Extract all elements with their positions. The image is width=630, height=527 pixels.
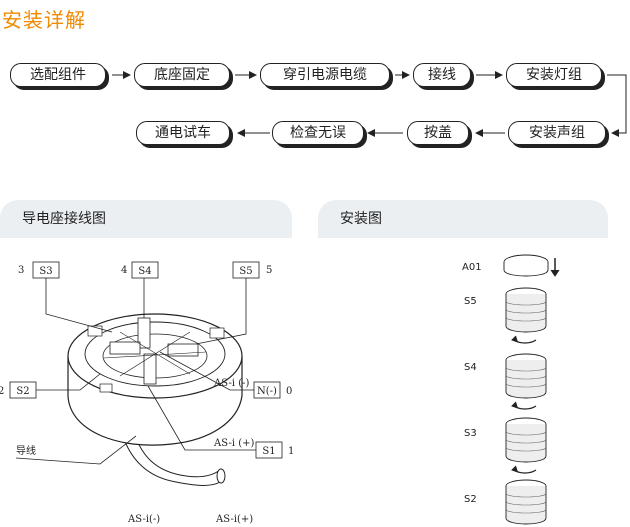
down-arrow-icon-head <box>550 269 560 277</box>
install-panel-title: 安装图 <box>340 211 382 227</box>
terminal-num: 3 <box>18 265 24 276</box>
terminal-num: 1 <box>288 446 294 457</box>
bottom-asi-plus: AS-i(+) <box>215 514 253 525</box>
asi-minus-label: AS-i (-) <box>213 378 249 389</box>
flow-arrows <box>112 71 627 137</box>
terminal-box <box>255 441 283 459</box>
install-diagram: A01 S5 S4 S3 S2 <box>462 254 560 525</box>
wiring-diagram: 3 S3 4 S4 S5 5 2 S2 AS-i (-) N(-) 0 AS-i… <box>0 261 294 525</box>
step-install-sounder: 安装声组 <box>508 121 606 145</box>
leader-n <box>159 351 254 391</box>
terminal-code: S1 <box>262 446 275 457</box>
module-s3 <box>505 417 547 463</box>
page-title: 安装详解 <box>2 8 86 32</box>
step-press-cover: 按盖 <box>407 121 469 145</box>
wiring-panel-header: 导电座接线图 <box>0 200 292 238</box>
leader-s1 <box>147 385 256 451</box>
asi-plus-label: AS-i (+) <box>213 438 254 449</box>
module-s2 <box>505 479 547 525</box>
terminal-code: S4 <box>138 266 151 277</box>
step-check: 检查无误 <box>272 121 364 145</box>
contact-block <box>143 353 157 385</box>
terminal-num: 2 <box>0 386 4 397</box>
terminal-box <box>253 381 281 399</box>
flow-arrow-turn <box>607 74 627 137</box>
clip <box>87 325 103 337</box>
leader-lead <box>15 435 137 465</box>
terminal-num: 4 <box>121 265 127 276</box>
install-label-a01: A01 <box>462 262 482 273</box>
step-route-cable: 穿引电源电缆 <box>260 63 390 87</box>
internal-wires <box>103 331 207 377</box>
contact-block <box>109 341 141 355</box>
rotate-arrow-icon-head <box>511 401 519 409</box>
step-select-components: 选配组件 <box>10 63 106 87</box>
lead-label: 导线 <box>16 444 36 457</box>
bottom-asi-minus: AS-i(-) <box>127 514 160 525</box>
terminal-code: S3 <box>39 266 52 277</box>
clip <box>209 327 225 339</box>
rotate-arrow-icon-head <box>511 335 519 343</box>
step-install-lights: 安装灯组 <box>506 63 602 87</box>
rotate-arrow-icon-head <box>511 465 519 473</box>
module-s4 <box>505 353 547 399</box>
step-fix-base: 底座固定 <box>134 63 230 87</box>
clip <box>99 383 113 393</box>
terminal-code: S5 <box>239 266 252 277</box>
cap-body <box>503 262 549 277</box>
module-s5 <box>505 287 547 333</box>
terminal-code: S2 <box>16 386 29 397</box>
install-label-s5: S5 <box>464 296 477 307</box>
cable-end <box>216 468 226 484</box>
base-inner-rim <box>84 321 226 387</box>
leader-s5 <box>195 278 247 345</box>
install-label-s3: S3 <box>464 428 477 439</box>
terminal-code: N(-) <box>257 386 277 397</box>
step-wiring: 接线 <box>413 63 471 87</box>
install-label-s4: S4 <box>464 362 477 373</box>
leader-s2 <box>36 373 101 391</box>
cable-outline <box>131 425 221 478</box>
wiring-panel-title: 导电座接线图 <box>22 211 106 227</box>
step-power-test: 通电试车 <box>136 121 230 145</box>
terminal-box <box>32 261 60 279</box>
leader-s3 <box>45 278 113 333</box>
terminal-box <box>9 381 37 399</box>
terminal-box <box>232 261 260 279</box>
install-label-s2: S2 <box>464 494 477 505</box>
terminal-box <box>131 261 159 279</box>
terminal-num: 0 <box>286 386 292 397</box>
terminal-num: 5 <box>266 265 272 276</box>
install-panel-header: 安装图 <box>318 200 608 238</box>
